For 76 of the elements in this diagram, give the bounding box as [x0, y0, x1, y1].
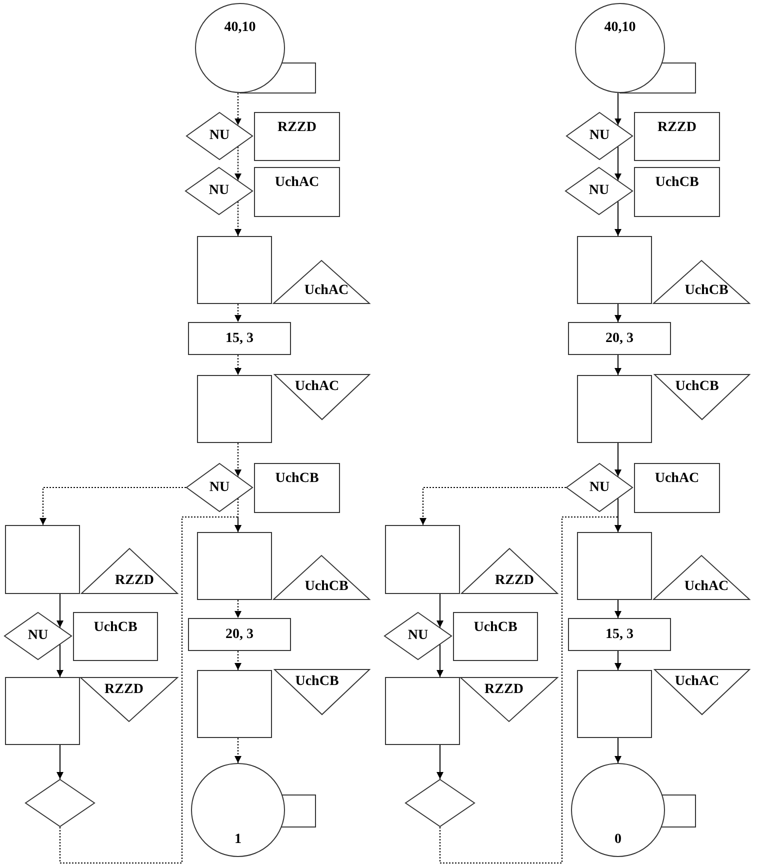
triangle-node: RZZD [461, 548, 558, 594]
arrow [614, 146, 622, 181]
process-box: RZZD [254, 112, 340, 161]
inverted-triangle-node: RZZD [460, 677, 558, 722]
decision-diamond: NU [186, 463, 253, 512]
process-box: 20, 3 [188, 618, 291, 651]
process-box [577, 532, 652, 600]
arrow [614, 600, 622, 618]
process-box [5, 677, 80, 745]
arrow [234, 201, 242, 236]
process-box [385, 525, 460, 594]
process-box [577, 375, 652, 443]
arrow [234, 304, 242, 322]
process-box: RZZD [634, 112, 720, 161]
arrow [56, 594, 64, 628]
inverted-triangle-node: UchAC [274, 374, 370, 420]
process-box: UchCB [634, 167, 720, 217]
arrow [234, 442, 242, 478]
arrow [56, 644, 64, 678]
process-box: 15, 3 [188, 322, 291, 355]
process-box: 20, 3 [568, 322, 671, 355]
arrow [234, 650, 242, 670]
decision-diamond: NU [384, 612, 452, 660]
arrow [436, 744, 444, 780]
process-box [197, 236, 272, 304]
arrow [60, 516, 242, 864]
decision-diamond: NU [4, 612, 72, 660]
process-box: UchAC [634, 463, 720, 513]
arrow [234, 146, 242, 181]
decision-diamond [405, 779, 475, 827]
triangle-node: UchCB [273, 555, 370, 600]
arrow [614, 498, 622, 532]
triangle-node: UchAC [653, 555, 750, 600]
arrow [234, 498, 242, 532]
inverted-triangle-node: UchCB [654, 374, 750, 420]
arrow [614, 442, 622, 478]
inverted-triangle-node: RZZD [80, 677, 178, 722]
triangle-node: RZZD [81, 548, 178, 594]
decision-diamond: NU [565, 167, 633, 215]
triangle-node: UchAC [273, 260, 370, 304]
process-box: 15, 3 [568, 618, 671, 651]
process-box: UchCB [254, 463, 340, 513]
arrow [614, 92, 622, 126]
arrow [614, 354, 622, 376]
decision-diamond: NU [566, 112, 633, 160]
arrow [440, 516, 622, 864]
inverted-triangle-node: UchCB [274, 669, 370, 715]
process-box: UchCB [73, 612, 158, 661]
arrow [420, 487, 566, 526]
arrow [614, 650, 622, 670]
arrow [234, 600, 242, 618]
arrow [234, 738, 242, 764]
decision-diamond [25, 779, 95, 827]
process-box [577, 670, 652, 738]
decision-diamond: NU [185, 167, 253, 215]
process-box: UchAC [254, 167, 340, 217]
process-box: UchCB [453, 612, 538, 661]
process-box [577, 236, 652, 304]
arrow [614, 304, 622, 322]
arrow [436, 594, 444, 628]
process-box [197, 670, 272, 738]
arrow [614, 738, 622, 764]
process-box [197, 375, 272, 443]
decision-diamond: NU [186, 112, 253, 160]
arrow [436, 644, 444, 678]
arrow [40, 487, 186, 526]
arrow [234, 354, 242, 376]
decision-diamond: NU [566, 463, 633, 512]
arrow [614, 201, 622, 236]
process-box [5, 525, 80, 594]
arrow [56, 744, 64, 780]
process-box [197, 532, 272, 600]
inverted-triangle-node: UchAC [654, 669, 750, 715]
process-box [385, 677, 460, 745]
arrow [234, 92, 242, 126]
triangle-node: UchCB [653, 260, 750, 304]
